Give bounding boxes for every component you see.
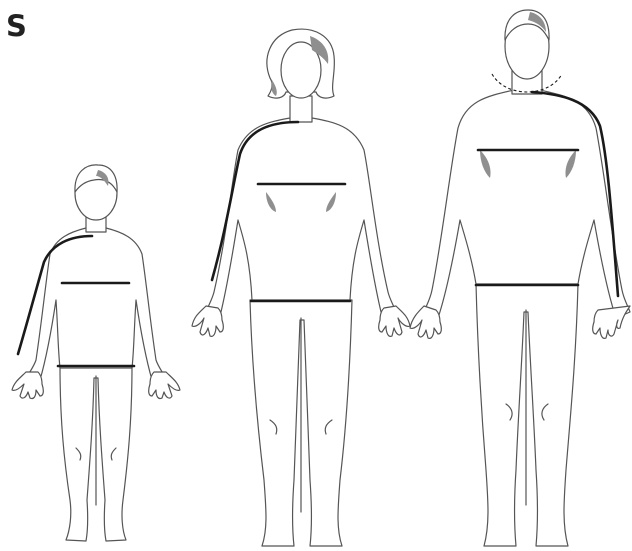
woman-torso [206, 118, 396, 316]
child-left-hand [12, 372, 43, 399]
man-right-hand [593, 306, 630, 338]
woman-left-hand [192, 306, 223, 336]
man-legs [476, 284, 578, 546]
child-figure [12, 165, 180, 541]
child-torso [26, 228, 166, 380]
child-right-hand [149, 372, 180, 399]
woman-right-hand [379, 306, 410, 336]
woman-figure [192, 29, 410, 546]
man-left-hand [410, 306, 441, 338]
man-figure [410, 10, 630, 546]
woman-neck [290, 96, 312, 122]
